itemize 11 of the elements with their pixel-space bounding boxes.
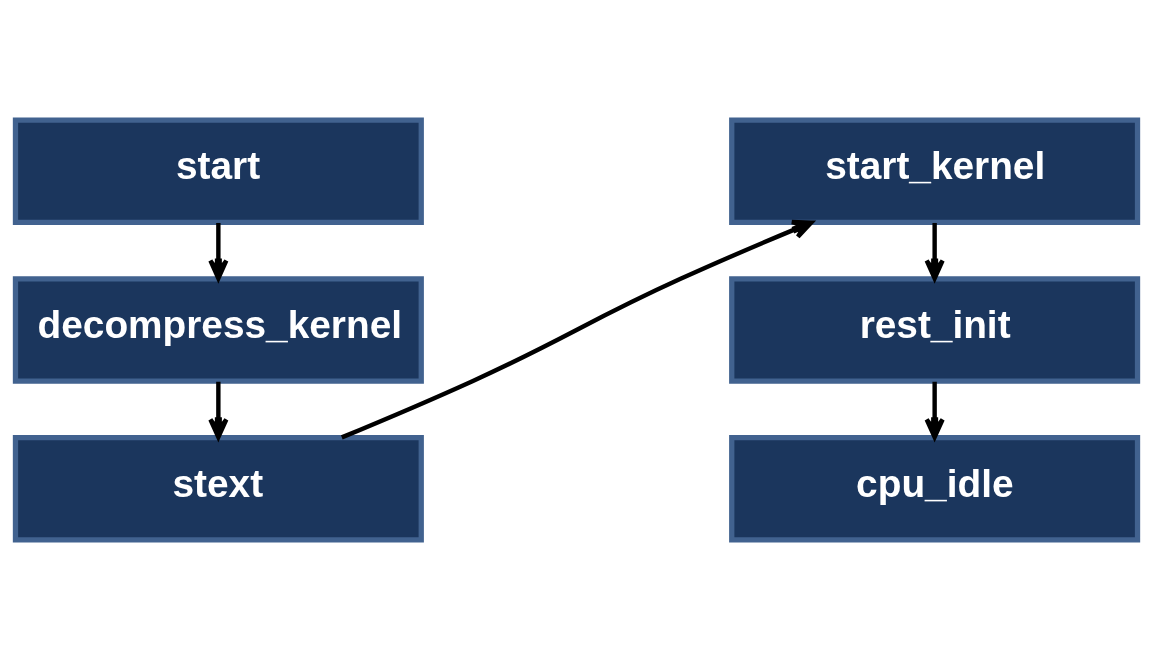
node-box: start_kernel [729,117,1141,226]
arrow [208,381,229,440]
arrow [340,219,814,440]
node-box: cpu_idle [729,434,1141,543]
arrow [924,222,945,281]
node-box: stext [12,434,424,543]
node-box: rest_init [729,276,1141,384]
node-box: start [12,117,424,226]
node-box: decompress_kernel [12,276,424,384]
arrow [208,222,229,281]
arrow [924,381,945,440]
